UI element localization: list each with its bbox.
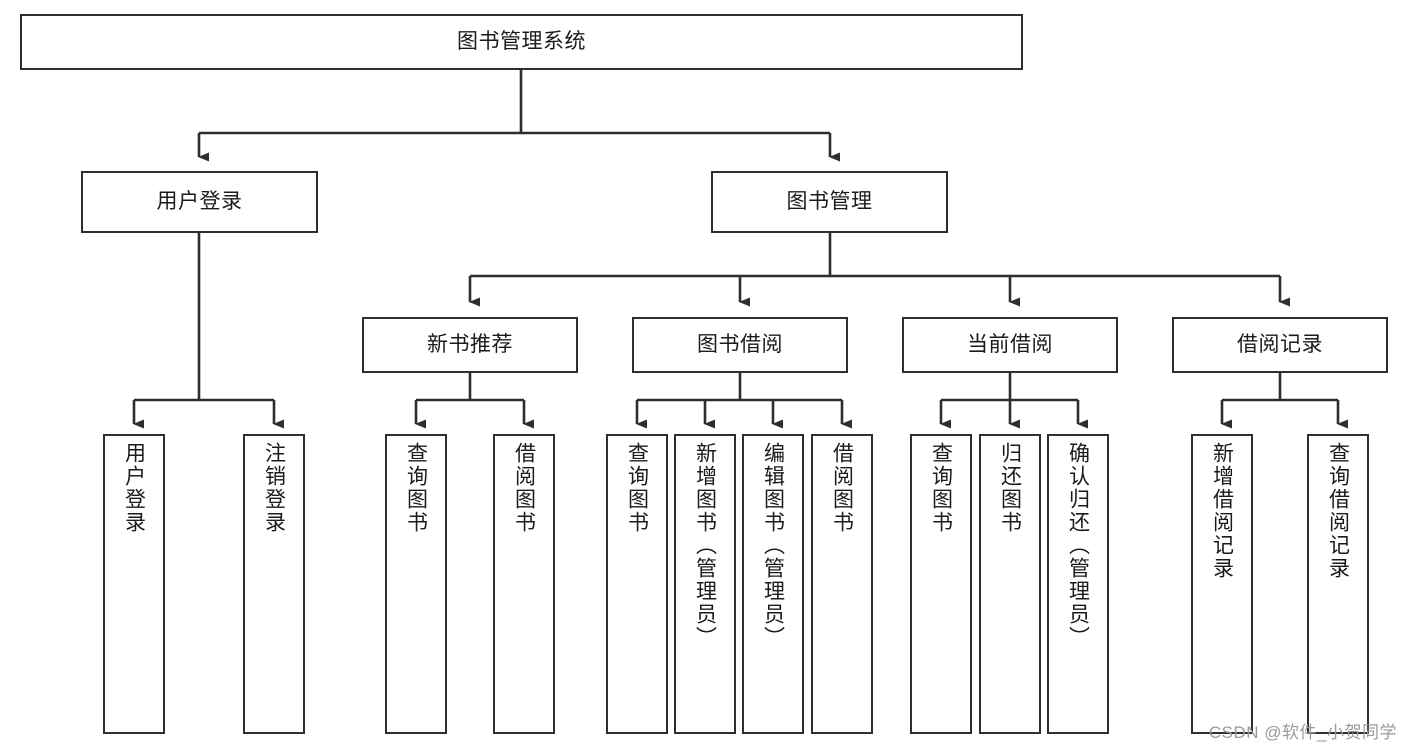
leaf-return-book[interactable]: 归还图书: [979, 434, 1041, 734]
node-label: 图书管理: [786, 190, 873, 214]
leaf-borrow-book[interactable]: 借阅图书: [811, 434, 873, 734]
leaf-confirm-return-admin[interactable]: 确认归还（管理员）: [1047, 434, 1109, 734]
node-label: 图书管理系统: [457, 30, 586, 54]
leaf-query-book-recommendation[interactable]: 查询图书: [385, 434, 447, 734]
leaf-user-logout[interactable]: 注销登录: [243, 434, 305, 734]
node-label: 编辑图书（管理员）: [761, 442, 785, 649]
node-label: 归还图书: [998, 442, 1022, 534]
leaf-edit-book-admin[interactable]: 编辑图书（管理员）: [742, 434, 804, 734]
node-label: 新增图书（管理员）: [693, 442, 717, 649]
node-new-book-recommendation[interactable]: 新书推荐: [362, 317, 578, 373]
leaf-query-book-borrowing[interactable]: 查询图书: [606, 434, 668, 734]
node-label: 借阅记录: [1237, 333, 1323, 357]
node-label: 新增借阅记录: [1210, 442, 1234, 580]
node-borrowing-records[interactable]: 借阅记录: [1172, 317, 1388, 373]
node-book-management[interactable]: 图书管理: [711, 171, 948, 233]
node-label: 借阅图书: [830, 442, 854, 534]
leaf-query-borrow-record[interactable]: 查询借阅记录: [1307, 434, 1369, 734]
leaf-borrow-book-recommendation[interactable]: 借阅图书: [493, 434, 555, 734]
node-label: 查询图书: [404, 442, 428, 534]
node-label: 用户登录: [122, 442, 146, 534]
node-label: 借阅图书: [512, 442, 536, 534]
node-label: 用户登录: [156, 190, 243, 214]
node-current-borrowing[interactable]: 当前借阅: [902, 317, 1118, 373]
leaf-add-borrow-record[interactable]: 新增借阅记录: [1191, 434, 1253, 734]
node-user-login[interactable]: 用户登录: [81, 171, 318, 233]
leaf-add-book-admin[interactable]: 新增图书（管理员）: [674, 434, 736, 734]
leaf-user-login[interactable]: 用户登录: [103, 434, 165, 734]
csdn-watermark: CSDN @软件_小贺同学: [1208, 723, 1397, 742]
node-label: 查询图书: [625, 442, 649, 534]
leaf-query-book-current[interactable]: 查询图书: [910, 434, 972, 734]
node-label: 确认归还（管理员）: [1066, 442, 1090, 649]
node-root-book-management-system[interactable]: 图书管理系统: [20, 14, 1023, 70]
node-book-borrowing[interactable]: 图书借阅: [632, 317, 848, 373]
node-label: 当前借阅: [967, 333, 1053, 357]
node-label: 新书推荐: [427, 333, 513, 357]
node-label: 注销登录: [262, 442, 286, 534]
node-label: 图书借阅: [697, 333, 783, 357]
node-label: 查询图书: [929, 442, 953, 534]
node-label: 查询借阅记录: [1326, 442, 1350, 580]
